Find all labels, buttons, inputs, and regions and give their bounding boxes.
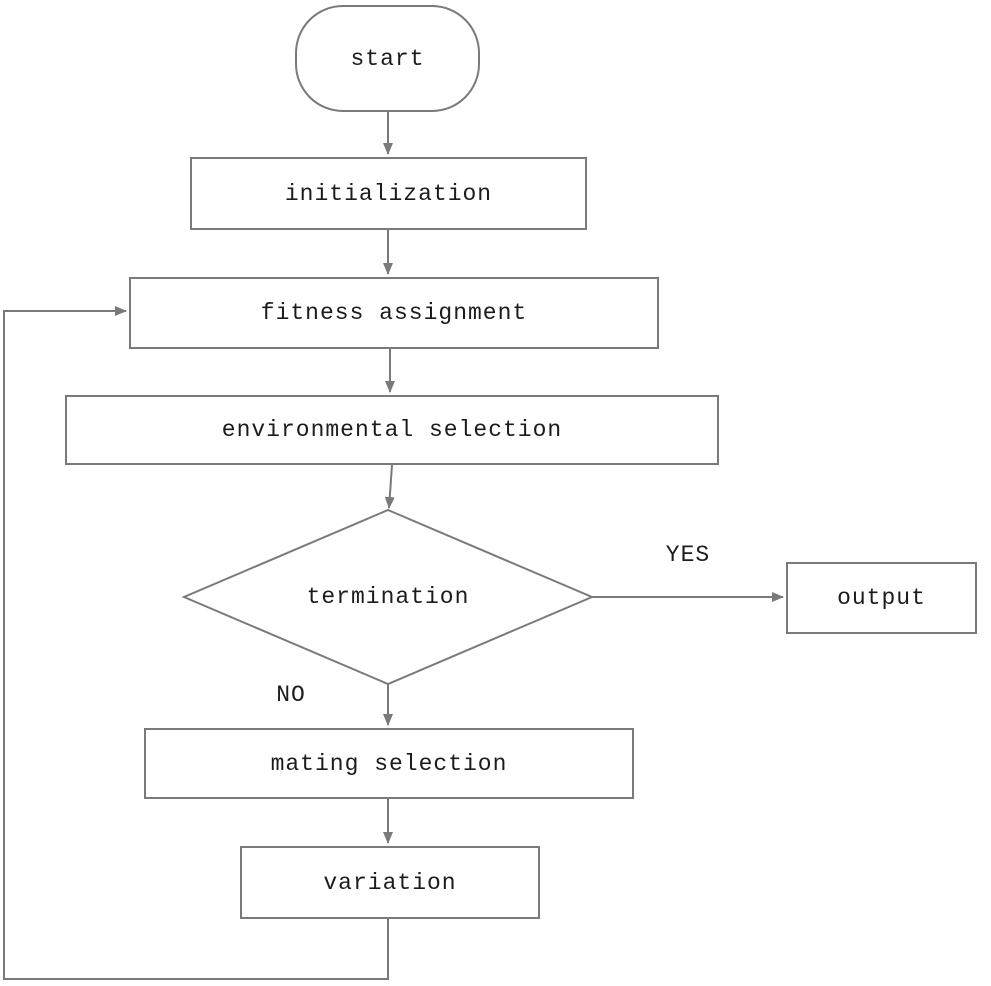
- node-variation-label: variation: [323, 869, 457, 896]
- node-variation: variation: [240, 846, 540, 919]
- node-fitness-assignment-label: fitness assignment: [260, 300, 528, 326]
- node-termination-decision: termination: [184, 510, 592, 684]
- node-initialization-label: initialization: [284, 180, 493, 207]
- edge-label-yes: YES: [665, 542, 711, 568]
- node-environmental-selection-label: environmental selection: [221, 417, 563, 443]
- termination-diamond-outline: [181, 508, 595, 686]
- node-environmental-selection: environmental selection: [65, 395, 719, 465]
- node-start: start: [295, 5, 480, 112]
- node-termination-label: termination: [306, 584, 470, 610]
- node-start-label: start: [350, 45, 425, 72]
- edge-variation-loop-to-fitness: [3, 306, 389, 980]
- node-mating-selection: mating selection: [144, 728, 634, 799]
- node-fitness-assignment: fitness assignment: [129, 277, 659, 349]
- node-output: output: [786, 562, 977, 634]
- node-mating-selection-label: mating selection: [270, 750, 508, 777]
- edge-label-no: NO: [276, 682, 306, 708]
- node-output-label: output: [837, 585, 926, 611]
- edge-environmental-to-termination: [384, 464, 395, 509]
- node-initialization: initialization: [190, 157, 587, 230]
